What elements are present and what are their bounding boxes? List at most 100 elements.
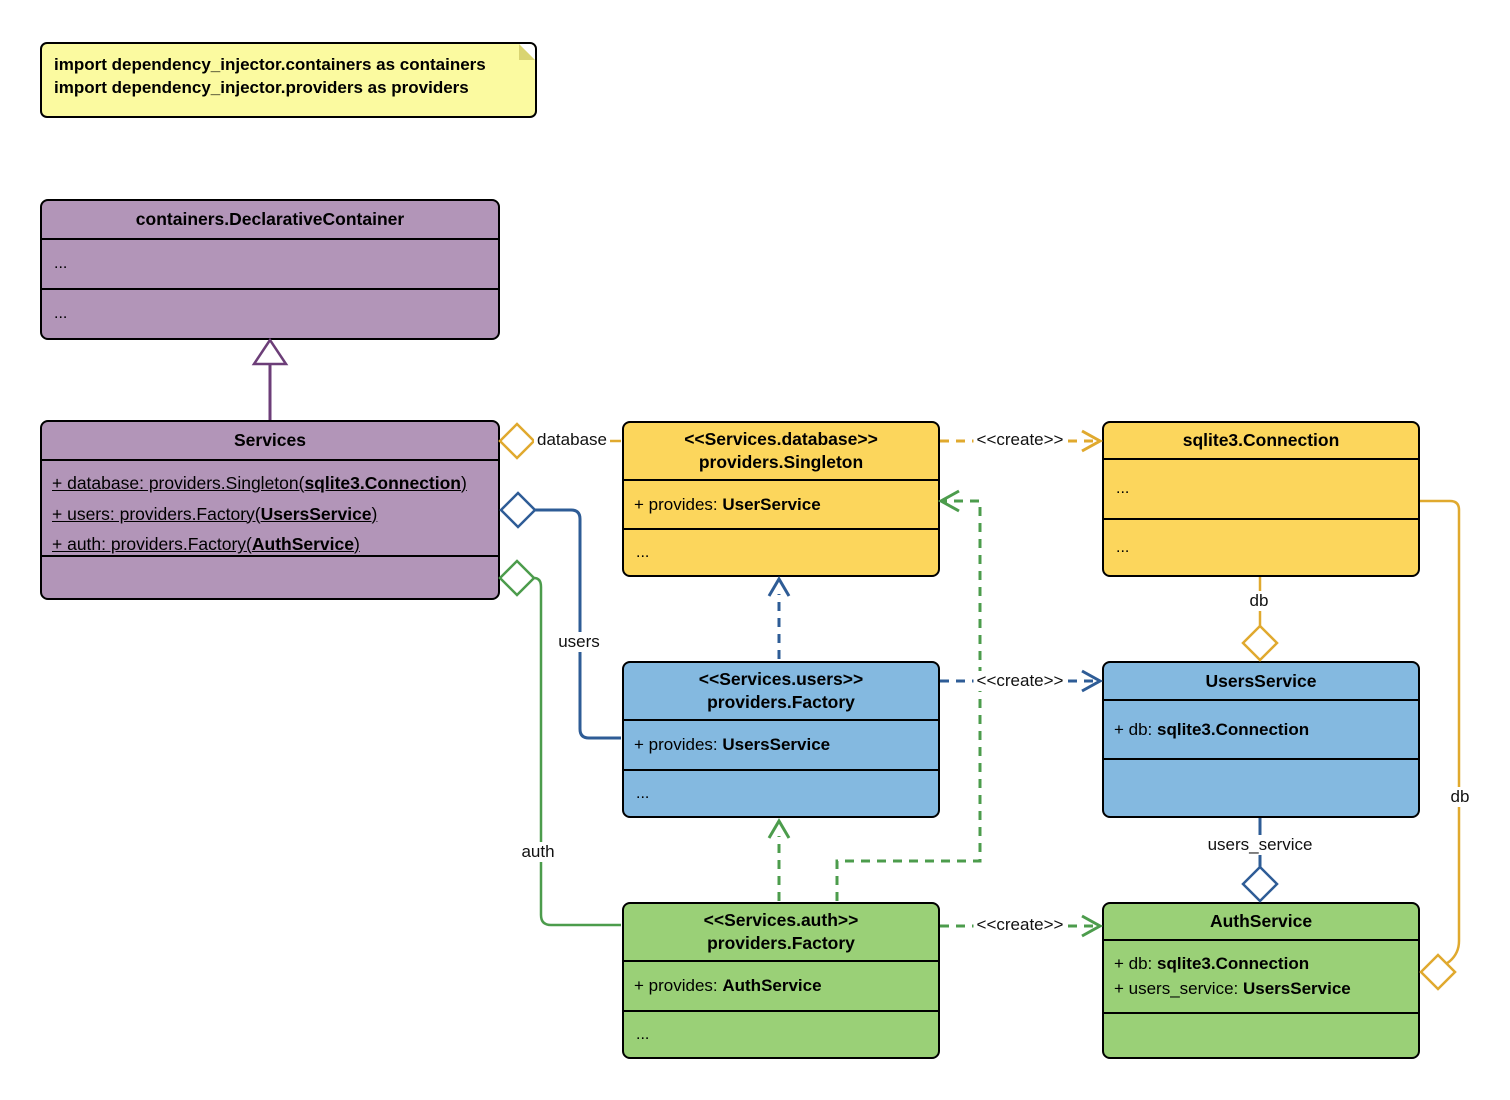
class-attributes-section: + provides: UserService	[624, 479, 938, 528]
attribute-provides: + provides: UserService	[634, 495, 938, 515]
aggregation-diamond-icon	[1241, 624, 1279, 662]
attribute-db: + db: sqlite3.Connection	[1114, 952, 1418, 977]
import-line-2: import dependency_injector.providers as …	[54, 77, 469, 97]
attribute-text: )	[461, 473, 467, 493]
aggregation-edge-db-users	[1241, 577, 1279, 662]
open-arrowhead-icon	[1081, 669, 1104, 693]
class-title: AuthService	[1209, 911, 1313, 932]
class-provider-singleton-database: <<Services.database>> providers.Singleto…	[622, 421, 940, 577]
attribute-text: + auth: providers.Factory(	[52, 534, 252, 555]
attribute-text: + provides:	[634, 494, 723, 514]
attribute-type: UsersService	[260, 503, 372, 524]
open-arrowhead-icon	[1081, 429, 1104, 453]
class-methods-section	[1104, 1012, 1418, 1057]
class-methods-section: ...	[624, 528, 938, 575]
class-title: <<Services.auth>> providers.Factory	[624, 904, 938, 960]
inheritance-triangle-icon	[251, 337, 289, 366]
class-title: containers.DeclarativeContainer	[135, 209, 405, 230]
class-methods-section: ...	[1104, 518, 1418, 575]
aggregation-diamond-icon	[498, 422, 536, 460]
attribute-auth: + auth: providers.Factory(AuthService)	[52, 529, 498, 560]
class-services: Services + database: providers.Singleton…	[40, 420, 500, 600]
class-name: providers.Factory	[707, 933, 855, 953]
attribute-text: )	[371, 503, 378, 524]
class-attributes-section: ...	[42, 238, 498, 288]
edge-label-db-auth: db	[1447, 787, 1473, 807]
class-auth-service: AuthService + db: sqlite3.Connection + u…	[1102, 902, 1420, 1059]
attribute-text: + users_service:	[1114, 978, 1243, 998]
class-attributes-section: ...	[1104, 458, 1418, 518]
aggregation-edge-auth	[498, 559, 621, 927]
edge-label-users: users	[555, 632, 603, 652]
inheritance-edge-services-declarativecontainer	[251, 337, 289, 420]
class-sqlite3-connection: sqlite3.Connection ... ...	[1102, 421, 1420, 577]
open-arrowhead-icon	[767, 818, 791, 839]
class-users-service: UsersService + db: sqlite3.Connection	[1102, 661, 1420, 818]
attribute-text: + db:	[1114, 719, 1158, 739]
edge-label-create-database: <<create>>	[973, 430, 1067, 450]
aggregation-diamond-icon	[1241, 865, 1279, 903]
class-declarative-container: containers.DeclarativeContainer ... ...	[40, 199, 500, 340]
class-name: providers.Factory	[707, 692, 855, 712]
aggregation-diamond-icon	[499, 491, 537, 529]
class-name: providers.Singleton	[698, 452, 864, 472]
edge-label-database: database	[534, 430, 610, 450]
class-attributes-section: + provides: AuthService	[624, 960, 938, 1010]
aggregation-edge-users-service	[1241, 818, 1279, 903]
attribute-text: + provides:	[634, 735, 723, 754]
import-note: import dependency_injector.containers as…	[40, 42, 537, 118]
edge-label-create-users: <<create>>	[973, 671, 1067, 691]
attribute-type: AuthService	[722, 976, 822, 995]
edge-label-auth: auth	[518, 842, 558, 862]
attribute-provides: + provides: AuthService	[634, 976, 938, 996]
class-title: <<Services.database>> providers.Singleto…	[624, 423, 938, 479]
class-stereotype: <<Services.users>>	[698, 669, 864, 690]
aggregation-diamond-icon	[498, 559, 536, 597]
open-arrowhead-icon	[937, 489, 960, 513]
attribute-provides: + provides: UsersService	[634, 735, 938, 755]
open-arrowhead-icon	[1081, 914, 1104, 938]
attribute-type: sqlite3.Connection	[1157, 953, 1310, 973]
class-methods-section: ...	[624, 769, 938, 816]
aggregation-diamond-icon	[1419, 953, 1457, 991]
attribute-database: + database: providers.Singleton(sqlite3.…	[52, 468, 498, 499]
edge-label-users-service: users_service	[1204, 835, 1316, 855]
attribute-type: UsersService	[722, 735, 831, 754]
import-line-1: import dependency_injector.containers as…	[54, 55, 486, 74]
class-attributes-section: + db: sqlite3.Connection + users_service…	[1104, 939, 1418, 1012]
class-methods-section: ...	[624, 1010, 938, 1057]
attribute-db: + db: sqlite3.Connection	[1114, 720, 1418, 740]
class-title: <<Services.users>> providers.Factory	[624, 663, 938, 719]
attribute-type: UserService	[722, 494, 821, 514]
dependency-edge-authfactory-usersfactory	[767, 818, 791, 901]
class-title: sqlite3.Connection	[1182, 430, 1340, 451]
attribute-text: + provides:	[634, 976, 723, 995]
attribute-text: + db:	[1114, 953, 1158, 973]
class-provider-factory-users: <<Services.users>> providers.Factory + p…	[622, 661, 940, 818]
attribute-type: sqlite3.Connection	[304, 473, 461, 493]
attribute-text: + users: providers.Factory(	[52, 503, 261, 524]
class-title: UsersService	[1205, 670, 1317, 691]
class-stereotype: <<Services.database>>	[684, 429, 878, 450]
attribute-type: sqlite3.Connection	[1157, 719, 1310, 739]
class-attributes-section: + provides: UsersService	[624, 719, 938, 769]
attribute-users: + users: providers.Factory(UsersService)	[52, 499, 498, 530]
attribute-text: )	[354, 534, 360, 555]
attribute-type: UsersService	[1242, 978, 1351, 998]
edge-label-db-users: db	[1246, 591, 1272, 611]
aggregation-edge-users	[499, 491, 621, 740]
class-attributes-section: + database: providers.Singleton(sqlite3.…	[42, 459, 498, 555]
aggregation-edge-db-auth	[1419, 499, 1461, 991]
class-attributes-section: + db: sqlite3.Connection	[1104, 699, 1418, 758]
open-arrowhead-icon	[767, 576, 791, 597]
class-stereotype: <<Services.auth>>	[703, 910, 859, 931]
class-methods-section	[42, 555, 498, 598]
class-title: Services	[233, 430, 306, 451]
attribute-type: AuthService	[251, 534, 354, 555]
edge-label-create-auth: <<create>>	[973, 915, 1067, 935]
class-methods-section: ...	[42, 288, 498, 338]
attribute-text: + database: providers.Singleton(	[52, 473, 305, 493]
dependency-edge-usersfactory-singleton	[767, 576, 791, 659]
attribute-users-service: + users_service: UsersService	[1114, 977, 1418, 1002]
